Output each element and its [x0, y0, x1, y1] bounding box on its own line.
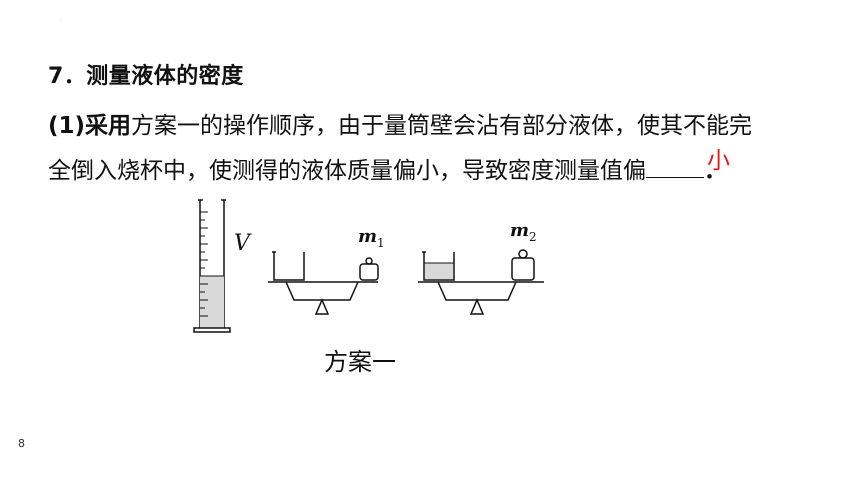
answer-blank [646, 157, 704, 178]
answer-text: 小 [707, 148, 730, 174]
question-title: 7．测量液体的密度 [48, 64, 244, 89]
question-text-1: 方案一的操作顺序，由于量筒壁会沾有部分液体，使其不能完 [131, 113, 753, 139]
question-end: ． [704, 158, 727, 184]
mass2-label: m [510, 220, 529, 241]
volume-label: V [234, 231, 252, 256]
svg-text:m1: m1 [358, 226, 385, 250]
page-number: 8 [18, 437, 25, 450]
balance-1 [268, 251, 379, 315]
question-line-2: 全倒入烧杯中，使测得的液体质量偏小，导致密度测量值偏 ． [48, 151, 727, 185]
figure-caption: 方案一 [324, 348, 396, 376]
mass1-subscript: 1 [377, 236, 385, 250]
experiment-figure: V m1 m2 [193, 199, 544, 333]
question-lead: (1)采用 [48, 113, 132, 139]
graduated-cylinder [193, 199, 231, 333]
mass2-subscript: 2 [529, 230, 537, 244]
mass1-label: m [358, 226, 377, 247]
question-text-2: 全倒入烧杯中，使测得的液体质量偏小，导致密度测量值偏 [48, 158, 646, 184]
balance-2 [418, 249, 544, 315]
question-line-1: (1)采用方案一的操作顺序，由于量筒壁会沾有部分液体，使其不能完 [48, 106, 752, 140]
svg-text:m2: m2 [510, 220, 537, 244]
decorative-dot: · [60, 18, 62, 25]
